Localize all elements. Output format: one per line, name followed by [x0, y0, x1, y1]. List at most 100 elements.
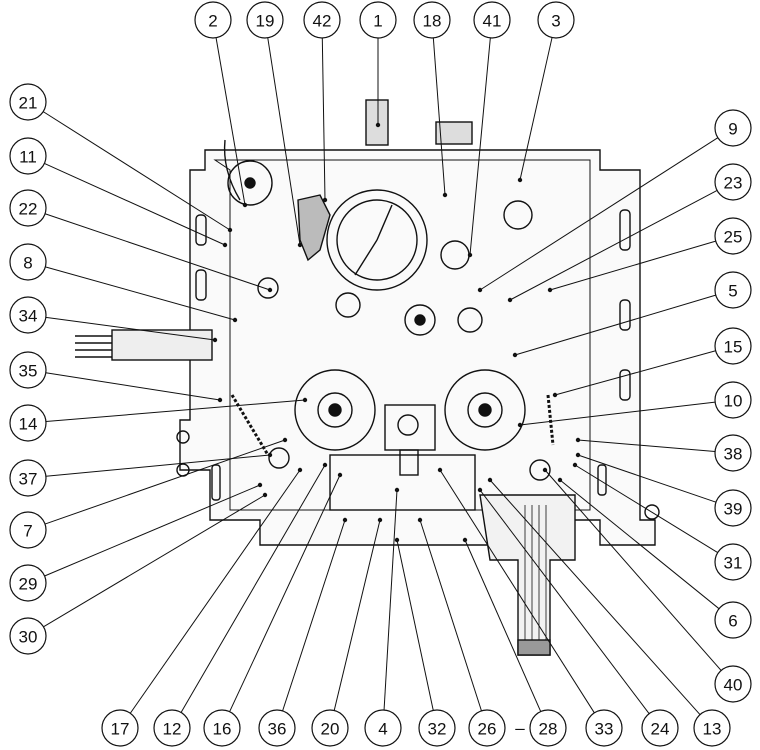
slot: [619, 369, 631, 401]
flat-cable: [479, 494, 576, 656]
callout-2: 2: [194, 1, 232, 39]
motor-wire: [223, 139, 241, 201]
slot: [619, 209, 631, 251]
callout-circle: [714, 601, 752, 639]
flat-cable-end: [517, 639, 551, 656]
callout-24: 24: [641, 709, 679, 747]
leader-line-5: [514, 294, 716, 356]
leader-dot-8: [232, 317, 238, 323]
top-connector-2: [435, 121, 473, 145]
callout-circle: [714, 327, 752, 365]
callout-38: 38: [714, 434, 752, 472]
leader-dot-28: [462, 537, 468, 543]
leader-line-23: [509, 189, 718, 301]
leader-line-14: [45, 399, 306, 423]
callout-circle: [693, 709, 731, 747]
leader-line-29: [44, 484, 261, 577]
callout-circle: [714, 163, 752, 201]
gear: [414, 314, 426, 326]
callout-circle: [529, 709, 567, 747]
slot: [195, 214, 207, 246]
leader-dot-23: [507, 297, 513, 303]
callout-number: 29: [19, 575, 38, 594]
callout-number: 34: [19, 307, 38, 326]
leader-dot-14: [302, 397, 308, 403]
leader-line-36: [282, 519, 346, 712]
leader-line-26: [419, 519, 482, 712]
callout-number: 42: [313, 12, 332, 31]
spring-left: [230, 394, 270, 456]
leader-dot-21: [227, 227, 233, 233]
callout-number: 22: [19, 200, 38, 219]
callout-number: 6: [728, 612, 737, 631]
callout-circle: [246, 1, 284, 39]
callout-26: 26: [468, 709, 506, 747]
callout-19: 19: [246, 1, 284, 39]
callout-number: 2: [208, 12, 217, 31]
leader-line-25: [549, 240, 716, 291]
callout-number: 16: [213, 720, 232, 739]
leader-dot-31: [572, 462, 578, 468]
callout-circle: [9, 243, 47, 281]
leader-line-7: [44, 439, 286, 525]
callout-number: 8: [23, 254, 32, 273]
callout-16: 16: [203, 709, 241, 747]
leader-lines: [42, 37, 722, 715]
callout-circle: [9, 459, 47, 497]
callout-number: 1: [373, 12, 382, 31]
callout-number: 24: [651, 720, 670, 739]
callout-number: 10: [724, 392, 743, 411]
head-tab: [399, 449, 419, 476]
leader-dot-3: [517, 177, 523, 183]
callout-circle: [9, 617, 47, 655]
supply-reel: [294, 369, 376, 451]
callout-17: 17: [101, 709, 139, 747]
callout-number: 38: [724, 445, 743, 464]
callout-number: 21: [19, 94, 38, 113]
leader-dot-16: [337, 472, 343, 478]
callout-32: 32: [418, 709, 456, 747]
connector-pins: [75, 335, 112, 358]
leader-line-3: [519, 37, 553, 181]
leader-dot-1: [375, 122, 381, 128]
leader-line-38: [577, 439, 716, 452]
callout-circle: [413, 1, 451, 39]
leader-line-35: [45, 372, 221, 401]
slot: [597, 464, 607, 496]
gear: [257, 277, 279, 299]
leader-dot-17: [297, 467, 303, 473]
callout-39: 39: [714, 489, 752, 527]
callout-number: 40: [724, 676, 743, 695]
callout-30: 30: [9, 617, 47, 655]
callout-40: 40: [714, 665, 752, 703]
cassette-mechanism-drawing: [75, 99, 660, 656]
callout-33: 33: [585, 709, 623, 747]
leader-dot-2: [242, 202, 248, 208]
callout-14: 14: [9, 404, 47, 442]
callout-circle: [101, 709, 139, 747]
leader-line-21: [42, 111, 231, 231]
callout-number: 19: [256, 12, 275, 31]
callout-3: 3: [537, 1, 575, 39]
leader-line-32: [396, 539, 434, 711]
callout-circle: [153, 709, 191, 747]
callout-number: 13: [703, 720, 722, 739]
pulley: [529, 459, 551, 481]
leader-dot-13: [487, 477, 493, 483]
leader-dot-37: [267, 452, 273, 458]
callout-18: 18: [413, 1, 451, 39]
callout-20: 20: [311, 709, 349, 747]
callout-number: 33: [595, 720, 614, 739]
gear: [503, 200, 533, 230]
callout-circle: [537, 1, 575, 39]
leader-line-6: [559, 479, 720, 610]
callout-number: 37: [19, 470, 38, 489]
leader-dot-15: [552, 392, 558, 398]
top-connector-1: [365, 99, 389, 146]
leader-line-42: [321, 37, 326, 201]
mount-hole: [644, 504, 660, 520]
range-separator: –: [515, 719, 525, 738]
capstan: [397, 414, 419, 436]
pulley: [268, 447, 290, 469]
callout-number: 32: [428, 720, 447, 739]
